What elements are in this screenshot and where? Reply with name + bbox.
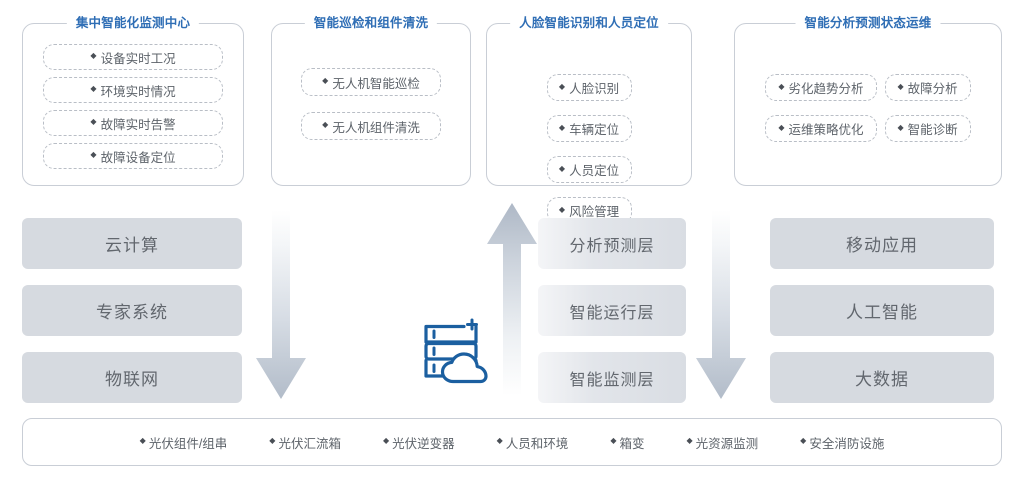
stack-box[interactable]: 云计算 xyxy=(22,218,242,269)
panel-title: 智能分析预测状态运维 xyxy=(795,15,941,31)
stack-application-layer: 移动应用 人工智能 大数据 xyxy=(770,218,994,419)
bottom-item-label: 箱变 xyxy=(619,436,645,451)
stack-box[interactable]: 专家系统 xyxy=(22,285,242,336)
panel-item-label: 环境实时情况 xyxy=(100,84,176,99)
bottom-item[interactable]: ◆人员和环境 xyxy=(497,433,569,452)
panel-face-recognition-positioning: 人脸智能识别和人员定位 ◆人脸识别 ◆车辆定位 ◆人员定位 ◆风险管理 xyxy=(486,15,692,224)
panel-item-label: 故障实时告警 xyxy=(100,117,176,132)
down-arrow-left xyxy=(255,210,307,405)
stack-box[interactable]: 大数据 xyxy=(770,352,994,403)
panel-item[interactable]: ◆无人机组件清洗 xyxy=(301,112,441,140)
diamond-bullet-icon: ◆ xyxy=(90,150,97,159)
diamond-bullet-icon: ◆ xyxy=(496,436,503,445)
stack-box[interactable]: 人工智能 xyxy=(770,285,994,336)
panel-items: ◆无人机智能巡检 ◆无人机组件清洗 xyxy=(272,68,470,156)
diamond-bullet-icon: ◆ xyxy=(558,163,566,173)
diamond-bullet-icon: ◆ xyxy=(558,81,566,91)
panel-items: ◆劣化趋势分析 ◆故障分析 ◆运维策略优化 ◆智能诊断 xyxy=(735,74,1001,156)
panel-item[interactable]: ◆智能诊断 xyxy=(884,115,971,142)
bottom-item[interactable]: ◆光伏逆变器 xyxy=(383,433,455,452)
diamond-bullet-icon: ◆ xyxy=(90,84,97,93)
stack-technology-layer: 云计算 专家系统 物联网 xyxy=(22,218,242,419)
diamond-bullet-icon: ◆ xyxy=(558,122,566,132)
panel-title: 集中智能化监测中心 xyxy=(66,15,200,31)
panel-item-label: 故障设备定位 xyxy=(100,150,176,165)
panel-item-label: 故障分析 xyxy=(907,82,958,96)
panel-item[interactable]: ◆设备实时工况 xyxy=(43,44,223,70)
panel-item[interactable]: ◆故障设备定位 xyxy=(43,143,223,169)
diamond-bullet-icon: ◆ xyxy=(558,204,566,214)
panel-title: 智能巡检和组件清洗 xyxy=(304,15,438,31)
panel-item-label: 无人机智能巡检 xyxy=(332,76,420,91)
panel-item-label: 车辆定位 xyxy=(569,123,620,137)
panel-item[interactable]: ◆劣化趋势分析 xyxy=(765,74,877,101)
panel-item-label: 设备实时工况 xyxy=(100,51,176,66)
diamond-bullet-icon: ◆ xyxy=(778,122,785,132)
panel-item-label: 人脸识别 xyxy=(569,82,620,96)
panel-item-label: 运维策略优化 xyxy=(788,123,864,137)
bottom-item-label: 人员和环境 xyxy=(505,436,569,451)
panel-item[interactable]: ◆无人机智能巡检 xyxy=(301,68,441,96)
stack-box[interactable]: 移动应用 xyxy=(770,218,994,269)
stack-box[interactable]: 智能运行层 xyxy=(538,285,686,336)
stack-platform-layers: 分析预测层 智能运行层 智能监测层 xyxy=(538,218,686,419)
panel-item[interactable]: ◆车辆定位 xyxy=(546,115,632,142)
up-arrow-center xyxy=(486,202,538,402)
bottom-item-label: 光伏逆变器 xyxy=(392,436,455,451)
panel-item[interactable]: ◆故障分析 xyxy=(884,74,971,101)
diamond-bullet-icon: ◆ xyxy=(610,436,617,445)
bottom-item[interactable]: ◆光资源监测 xyxy=(686,433,758,452)
panel-item-label: 风险管理 xyxy=(569,205,620,219)
down-arrow-right xyxy=(695,210,747,405)
panel-item-label: 无人机组件清洗 xyxy=(332,120,420,135)
bottom-item-label: 光伏组件/组串 xyxy=(148,436,228,451)
panel-item-label: 劣化趋势分析 xyxy=(788,82,864,96)
diamond-bullet-icon: ◆ xyxy=(269,436,276,445)
panel-inspection-cleaning: 智能巡检和组件清洗 ◆无人机智能巡检 ◆无人机组件清洗 xyxy=(271,15,471,186)
stack-box[interactable]: 智能监测层 xyxy=(538,352,686,403)
bottom-item-label: 光资源监测 xyxy=(695,436,759,451)
bottom-item[interactable]: ◆箱变 xyxy=(610,433,644,452)
bottom-item-label: 光伏汇流箱 xyxy=(278,436,341,451)
diamond-bullet-icon: ◆ xyxy=(322,76,329,85)
diamond-bullet-icon: ◆ xyxy=(139,436,146,445)
bottom-item[interactable]: ◆光伏组件/组串 xyxy=(140,433,228,452)
panel-title: 人脸智能识别和人员定位 xyxy=(510,15,668,31)
panel-item-label: 智能诊断 xyxy=(907,123,958,137)
panel-predictive-analysis-ops: 智能分析预测状态运维 ◆劣化趋势分析 ◆故障分析 ◆运维策略优化 ◆智能诊断 xyxy=(734,15,1002,186)
bottom-equipment-bar: ◆光伏组件/组串 ◆光伏汇流箱 ◆光伏逆变器 ◆人员和环境 ◆箱变 ◆光资源监测… xyxy=(22,418,1002,466)
panel-item[interactable]: ◆运维策略优化 xyxy=(765,115,877,142)
diamond-bullet-icon: ◆ xyxy=(90,51,97,60)
diamond-bullet-icon: ◆ xyxy=(778,81,785,91)
bottom-item-label: 安全消防设施 xyxy=(809,436,885,451)
panel-item[interactable]: ◆人员定位 xyxy=(546,156,632,183)
stack-box[interactable]: 物联网 xyxy=(22,352,242,403)
bottom-item[interactable]: ◆安全消防设施 xyxy=(800,433,884,452)
panel-item[interactable]: ◆环境实时情况 xyxy=(43,77,223,103)
panel-item-label: 人员定位 xyxy=(569,164,620,178)
diamond-bullet-icon: ◆ xyxy=(800,436,807,445)
diamond-bullet-icon: ◆ xyxy=(382,436,390,445)
panel-monitoring-center: 集中智能化监测中心 ◆设备实时工况 ◆环境实时情况 ◆故障实时告警 ◆故障设备定… xyxy=(22,15,244,186)
bottom-item[interactable]: ◆光伏汇流箱 xyxy=(269,433,341,452)
diamond-bullet-icon: ◆ xyxy=(897,81,904,91)
panel-item[interactable]: ◆人脸识别 xyxy=(546,74,632,101)
panel-items: ◆设备实时工况 ◆环境实时情况 ◆故障实时告警 ◆故障设备定位 xyxy=(23,44,243,176)
stack-box[interactable]: 分析预测层 xyxy=(538,218,686,269)
panel-item[interactable]: ◆故障实时告警 xyxy=(43,110,223,136)
diamond-bullet-icon: ◆ xyxy=(90,117,97,126)
diamond-bullet-icon: ◆ xyxy=(322,120,329,129)
diamond-bullet-icon: ◆ xyxy=(897,122,904,132)
diamond-bullet-icon: ◆ xyxy=(686,436,693,445)
server-cloud-icon xyxy=(420,318,490,384)
